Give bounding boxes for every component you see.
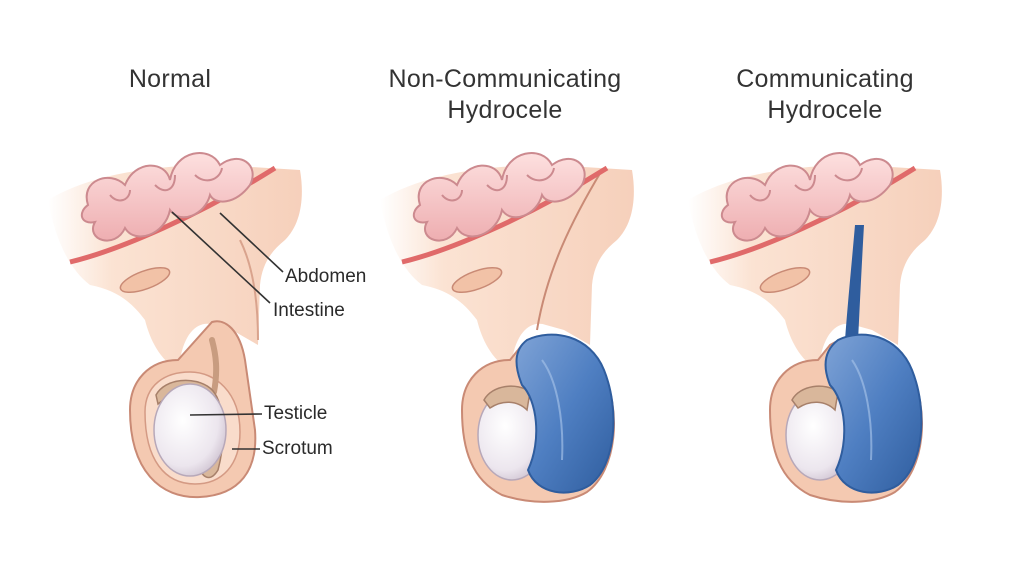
hydrocele-fluid: [824, 333, 923, 494]
groin-wall: [239, 239, 259, 341]
epididymis: [483, 385, 531, 412]
label-testicle: Testicle: [264, 403, 328, 424]
intestine: [80, 152, 254, 242]
panel-communicating: [688, 152, 942, 503]
panel-normal: [48, 152, 302, 499]
spermatic-cord: [209, 337, 220, 395]
spermatic-canal: [536, 169, 603, 331]
label-intestine: Intestine: [273, 300, 345, 321]
intestine-folds: [109, 167, 223, 202]
intestine-folds: [441, 167, 555, 202]
intestine: [412, 152, 586, 242]
vessel: [759, 266, 811, 294]
vessel: [451, 266, 503, 294]
label-abdomen: Abdomen: [285, 266, 367, 287]
hydrocele-fluid: [515, 333, 615, 494]
leader-testicle: [189, 413, 263, 416]
panel-title-communicating-hydrocele: Communicating Hydrocele: [736, 65, 914, 124]
fluid-highlight: [541, 359, 564, 461]
testicle: [153, 383, 227, 477]
label-scrotum: Scrotum: [262, 438, 333, 459]
panel-non-communicating: [380, 152, 634, 503]
epididymis: [791, 385, 839, 412]
leader-intestine: [171, 211, 271, 304]
vessel: [119, 266, 171, 294]
patent-channel: [845, 225, 864, 342]
leader-abdomen: [219, 212, 284, 273]
intestine: [720, 152, 894, 242]
intestine-folds: [749, 167, 863, 202]
panel-title-normal: Normal: [128, 65, 212, 93]
fluid-highlight: [851, 359, 873, 461]
panel-title-non-communicating-hydrocele: Non-Communicating Hydrocele: [388, 65, 622, 124]
